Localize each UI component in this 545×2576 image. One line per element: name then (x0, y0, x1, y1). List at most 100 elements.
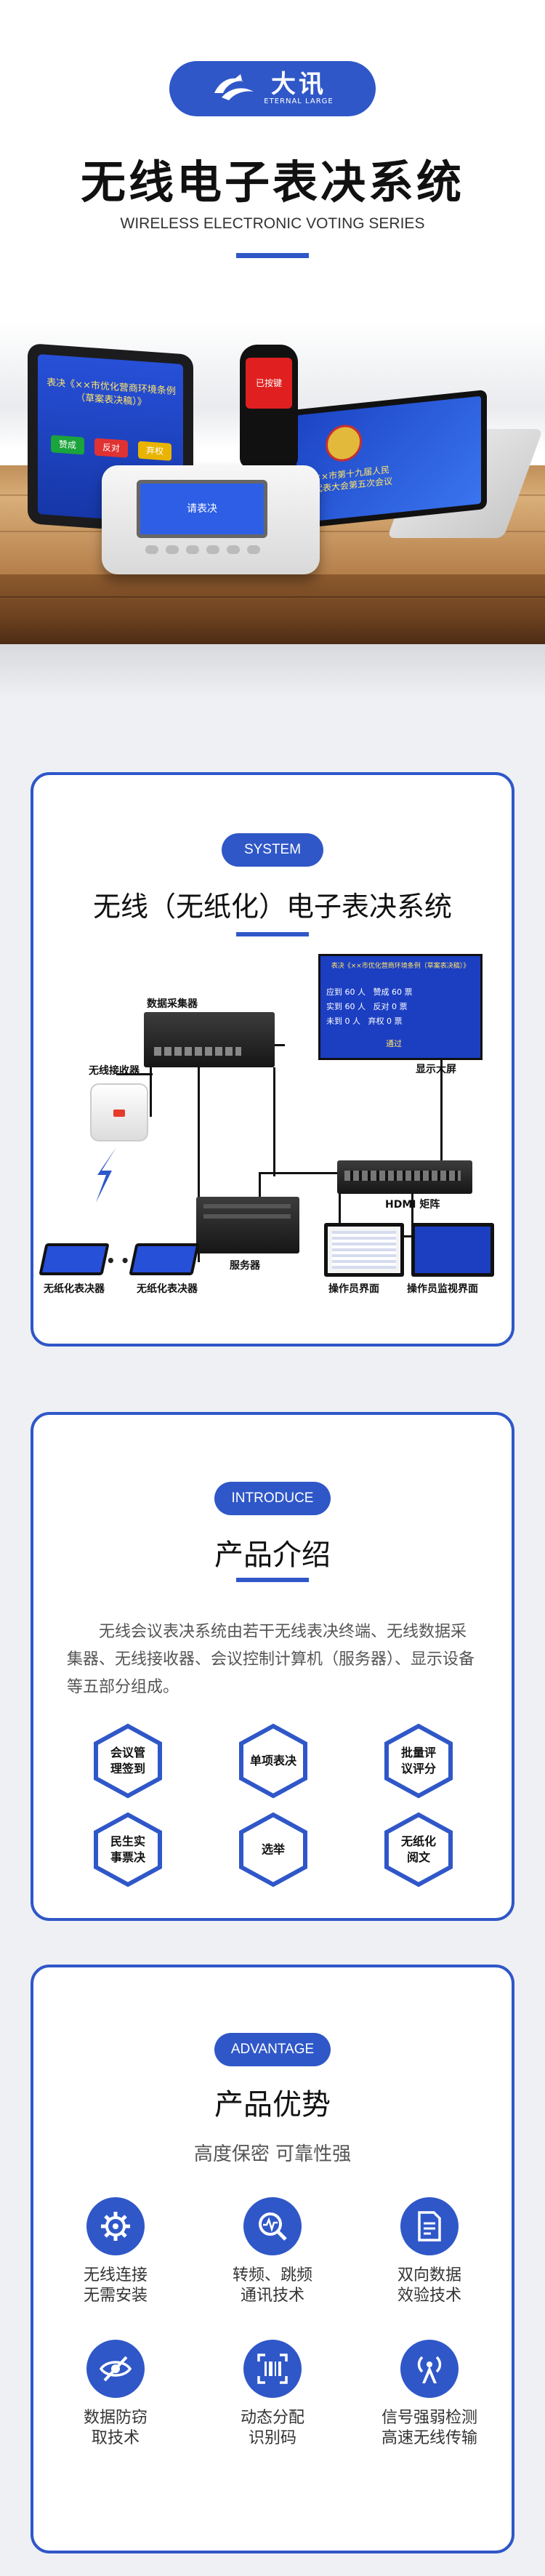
big-screen-display: 表决《××市优化营商环境条例（草案表决稿）》 应到 60 人 赞成 60 票 实… (318, 954, 483, 1060)
system-section: SYSTEM 无线（无纸化）电子表决系统 数据采集器 (0, 698, 545, 1396)
label-collector: 数据采集器 (147, 998, 198, 1010)
hero-divider (236, 253, 309, 258)
voting-console-device: 请表决 (102, 465, 320, 574)
label-server: 服务器 (230, 1260, 260, 1272)
advantage-label: 信号强弱检测 高速无线传输 (381, 2409, 477, 2447)
big-screen-title: 表决《××市优化营商环境条例（草案表决稿）》 (331, 963, 470, 970)
feature-hex: 无纸化阅文 (384, 1812, 453, 1887)
advantage-label: 数据防窃 取技术 (83, 2409, 148, 2447)
feature-hex: 选举 (238, 1812, 308, 1887)
floor-shadow (0, 644, 545, 698)
hero-section: 大讯 ETERNAL LARGE 无线电子表决系统 WIRELESS ELECT… (0, 0, 545, 698)
tablet-abstain-button: 弃权 (138, 441, 171, 461)
introduce-card: INTRODUCE 产品介绍 无线会议表决系统由若干无线表决终端、无线数据采集器… (31, 1412, 514, 1921)
operator-ui-monitor (324, 1223, 404, 1277)
advantage-label: 双向数据 效验技术 (397, 2266, 461, 2305)
monitor-screen-text: ××市第十九届人民代表大会第五次会议 (314, 464, 393, 494)
big-screen-row-label: 实到 (326, 1002, 342, 1011)
big-screen-row-value: 60 票 (392, 987, 413, 997)
big-screen-row-label: 应到 (326, 987, 342, 997)
big-screen-row-label: 赞成 (373, 987, 389, 997)
eye-off-icon (86, 2340, 145, 2398)
tablet-screen-text: 表决《××市优化营商环境条例（草案表决稿）》 (47, 377, 176, 409)
introduce-text: 无线会议表决系统由若干无线表决终端、无线数据采集器、无线接收器、会议控制计算机（… (67, 1623, 475, 1696)
feature-hex: 民生实事票决 (93, 1812, 163, 1887)
big-screen-row-value: 0 票 (387, 1016, 403, 1026)
brand-logo-icon (214, 74, 254, 100)
wooden-table-edge (0, 574, 545, 644)
advantage-label: 动态分配 识别码 (240, 2409, 304, 2447)
feature-label: 批量评议评分 (400, 1746, 436, 1775)
feature-label: 单项表决 (249, 1754, 296, 1768)
signal-search-icon (243, 2197, 302, 2255)
feature-hex: 会议管理签到 (93, 1723, 163, 1799)
advantage-item: 无线连接 无需安装 (47, 2197, 185, 2306)
advantage-section: ADVANTAGE 产品优势 高度保密 可靠性强 无线连接 无需安装 转频、跳频… (0, 1963, 545, 2576)
advantage-item: 双向数据 效验技术 (360, 2197, 498, 2306)
label-terminal-2: 无纸化表决器 (137, 1283, 198, 1295)
brand-logo: 大讯 ETERNAL LARGE (169, 61, 376, 116)
big-screen-row-label: 未到 (326, 1016, 342, 1026)
data-collector-device (144, 1012, 275, 1067)
big-screen-row-label: 反对 (373, 1002, 389, 1011)
wireless-signal-icon (96, 1147, 116, 1203)
label-monitor-ui: 操作员监视界面 (407, 1283, 478, 1295)
paperless-monitor-device: ××市第十九届人民代表大会第五次会议 (291, 389, 487, 530)
big-screen-result: 通过 (386, 1039, 402, 1048)
introduce-section: INTRODUCE 产品介绍 无线会议表决系统由若干无线表决终端、无线数据采集器… (0, 1396, 545, 1963)
advantage-item: 数据防窃 取技术 (47, 2340, 185, 2449)
advantage-label: 无线连接 无需安装 (83, 2266, 148, 2305)
advantage-card: ADVANTAGE 产品优势 高度保密 可靠性强 无线连接 无需安装 转频、跳频… (31, 1965, 514, 2553)
wood-grain (0, 596, 545, 598)
server-device (196, 1197, 299, 1253)
terminal-1-device (39, 1243, 110, 1275)
big-screen-row-label: 弃权 (368, 1016, 384, 1026)
system-divider (236, 932, 309, 936)
advantage-item: 动态分配 识别码 (203, 2340, 342, 2449)
feature-label: 会议管理签到 (110, 1746, 145, 1775)
label-receiver: 无线接收器 (89, 1065, 140, 1077)
hero-title: 无线电子表决系统 (80, 156, 464, 209)
hdmi-matrix-device (337, 1160, 472, 1194)
advantage-item: 信号强弱检测 高速无线传输 (360, 2340, 498, 2449)
terminal-2-device (129, 1243, 200, 1275)
handheld-screen-text: 已按键 (246, 358, 292, 409)
console-keys (145, 545, 260, 554)
brand-name-en: ETERNAL LARGE (264, 97, 334, 105)
label-big-screen: 显示大屏 (416, 1064, 456, 1075)
console-screen-text: 请表决 (187, 503, 217, 515)
big-screen-row-value: 0 票 (392, 1002, 408, 1011)
antenna-icon (400, 2340, 459, 2398)
feature-label: 选举 (261, 1842, 285, 1856)
system-title: 无线（无纸化）电子表决系统 (92, 891, 452, 923)
handheld-voter-device: 已按键 (240, 345, 298, 468)
introduce-title: 产品介绍 (214, 1538, 331, 1572)
advantage-label: 转频、跳频 通讯技术 (232, 2266, 312, 2305)
big-screen-row-value: 0 人 (344, 1016, 361, 1026)
feature-hex: 单项表决 (238, 1723, 308, 1799)
feature-hex: 批量评议评分 (384, 1723, 453, 1799)
big-screen-row-value: 60 人 (344, 1002, 366, 1011)
operator-monitor-ui-monitor (411, 1223, 494, 1277)
system-badge: SYSTEM (222, 833, 323, 867)
barcode-scan-icon (243, 2340, 302, 2398)
introduce-badge: INTRODUCE (214, 1482, 331, 1515)
gear-icon (86, 2197, 145, 2255)
feature-label: 民生实事票决 (110, 1834, 145, 1864)
advantage-title: 产品优势 (214, 2088, 331, 2122)
brand-name-cn: 大讯 (270, 70, 326, 99)
tablet-oppose-button: 反对 (94, 438, 128, 458)
wireless-receiver-device (90, 1083, 148, 1141)
advantage-item: 转频、跳频 通讯技术 (203, 2197, 342, 2306)
introduce-divider (236, 1578, 309, 1582)
document-check-icon (400, 2197, 459, 2255)
label-terminal-1: 无纸化表决器 (44, 1283, 105, 1295)
system-card: SYSTEM 无线（无纸化）电子表决系统 数据采集器 (31, 772, 514, 1347)
label-operator-ui: 操作员界面 (328, 1283, 379, 1295)
hero-subtitle: WIRELESS ELECTRONIC VOTING SERIES (120, 215, 425, 232)
national-emblem-icon (326, 422, 362, 464)
big-screen-row-value: 60 人 (344, 987, 366, 997)
advantage-subtitle: 高度保密 可靠性强 (193, 2143, 352, 2165)
label-hdmi: HDMI 矩阵 (385, 1199, 440, 1211)
